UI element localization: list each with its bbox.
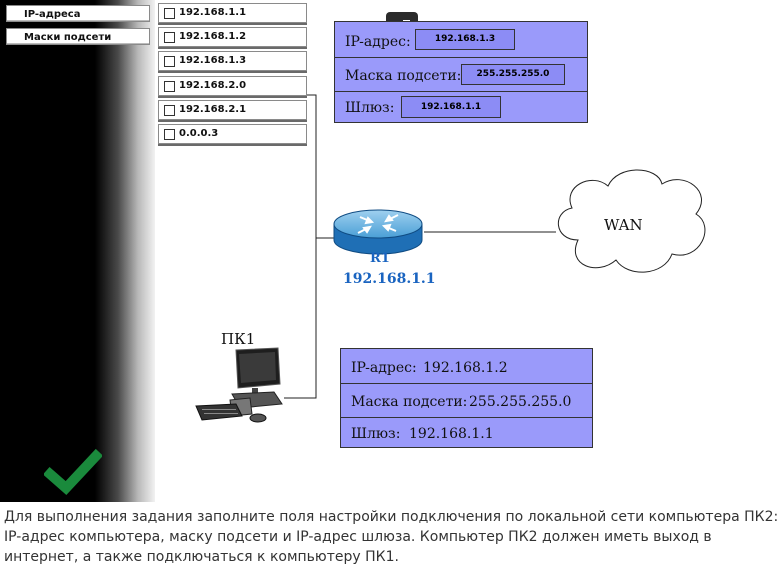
option-label: 192.168.2.0 — [179, 80, 247, 91]
pk2-ip-field[interactable]: 192.168.1.3 — [415, 29, 515, 50]
pk1-ip-value: 192.168.1.2 — [423, 360, 508, 376]
category-ip-addresses[interactable]: IP-адреса — [6, 5, 150, 22]
checkmark-icon[interactable] — [44, 448, 102, 496]
router-ip: 192.168.1.1 — [343, 271, 436, 287]
option-192-168-1-1[interactable]: 192.168.1.1 — [158, 3, 307, 23]
pk2-gateway-label: Шлюз: — [345, 100, 395, 116]
pk1-config-box: IP-адрес: 192.168.1.2 Маска подсети: 255… — [340, 348, 593, 448]
pk2-ip-label: IP-адрес: — [345, 34, 411, 50]
option-192-168-2-0[interactable]: 192.168.2.0 — [158, 76, 307, 96]
pk2-mask-field[interactable]: 255.255.255.0 — [461, 64, 565, 85]
checkbox[interactable] — [164, 129, 175, 140]
checkbox[interactable] — [164, 8, 175, 19]
pk1-mask-value: 255.255.255.0 — [469, 394, 572, 410]
cloud-icon — [557, 169, 706, 273]
cloud-label: WAN — [604, 216, 643, 234]
option-0-0-0-3[interactable]: 0.0.0.3 — [158, 124, 307, 144]
option-192-168-1-3[interactable]: 192.168.1.3 — [158, 51, 307, 71]
pk1-link — [284, 237, 336, 399]
option-label: 192.168.1.2 — [179, 31, 247, 42]
computer-icon — [195, 347, 283, 423]
checkbox[interactable] — [164, 32, 175, 43]
pk2-mask-label: Маска подсети: — [345, 68, 462, 84]
checkbox[interactable] — [164, 56, 175, 67]
checkbox[interactable] — [164, 105, 175, 116]
pk2-mask-row: Маска подсети: 255.255.255.0 — [335, 58, 587, 92]
pk1-gateway-value: 192.168.1.1 — [409, 426, 494, 442]
pk2-ip-row: IP-адрес: 192.168.1.3 — [335, 22, 587, 58]
option-192-168-1-2[interactable]: 192.168.1.2 — [158, 27, 307, 47]
checkbox[interactable] — [164, 81, 175, 92]
pk1-gateway-label: Шлюз: — [351, 426, 401, 442]
pk2-gateway-field[interactable]: 192.168.1.1 — [401, 96, 501, 118]
pk1-ip-label: IP-адрес: — [351, 360, 417, 376]
left-panel — [0, 0, 155, 502]
pk2-gateway-row: Шлюз: 192.168.1.1 — [335, 92, 587, 124]
category-subnet-masks[interactable]: Маски подсети — [6, 28, 150, 45]
task-instructions: Для выполнения задания заполните поля на… — [4, 509, 779, 565]
pk1-name: ПК1 — [221, 330, 256, 348]
option-label: 192.168.2.1 — [179, 104, 247, 115]
pk1-gateway-row: Шлюз: 192.168.1.1 — [341, 418, 592, 449]
option-label: 192.168.1.1 — [179, 7, 247, 18]
option-label: 192.168.1.3 — [179, 55, 247, 66]
pk1-ip-row: IP-адрес: 192.168.1.2 — [341, 349, 592, 384]
router-icon — [333, 209, 423, 255]
pk2-config-box: IP-адрес: 192.168.1.3 Маска подсети: 255… — [334, 21, 588, 123]
pk1-mask-row: Маска подсети: 255.255.255.0 — [341, 384, 592, 418]
pk1-mask-label: Маска подсети: — [351, 394, 468, 410]
router-name: R1 — [370, 251, 390, 266]
option-192-168-2-1[interactable]: 192.168.2.1 — [158, 100, 307, 120]
option-label: 0.0.0.3 — [179, 128, 219, 139]
